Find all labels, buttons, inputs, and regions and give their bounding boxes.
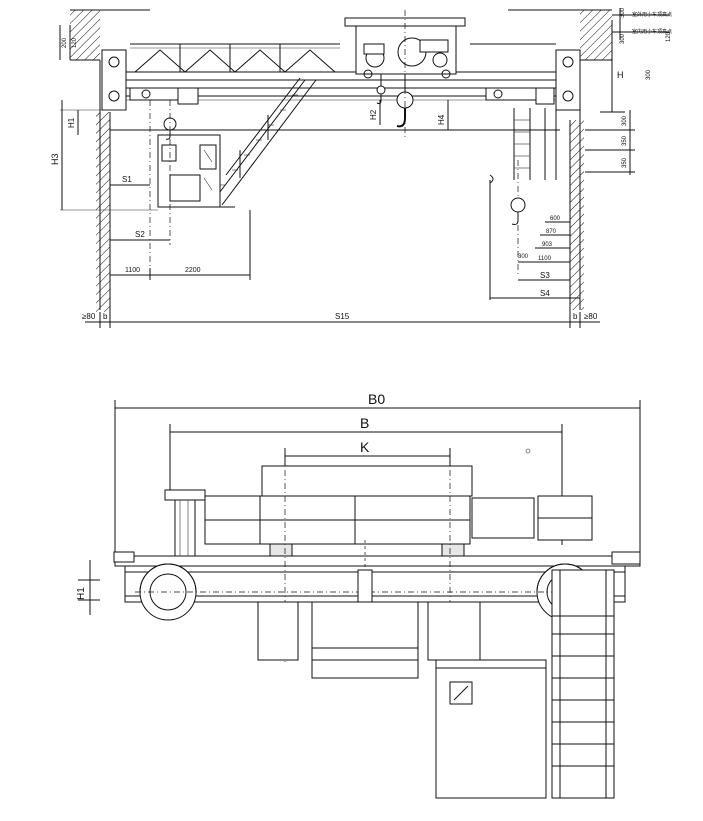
operator-cab [157,134,235,208]
stairway [209,77,317,206]
label-s4: S4 [540,289,550,298]
limit-marker [489,174,494,184]
note-indoor: 室内用小车顶高点 [632,28,672,35]
dim-120: 120 [666,31,672,42]
trolley [344,17,466,79]
side-dimension-lines [78,400,641,615]
dim-1100-right: 1100 [538,256,552,262]
label-min-right: ≥80 [584,312,598,321]
dim-120-left: 120 [72,37,78,48]
label-b: B [360,415,369,431]
left-gearbox [177,87,199,105]
label-b-left: b [103,312,108,321]
side-elevation-view: B0 B K H1 [76,391,641,799]
girder-under-structure [257,601,481,679]
walkway-railing [130,43,556,73]
trolley-machinery [164,465,593,561]
dim-1100-left: 1100 [125,267,140,274]
front-elevation-view: H H1 H3 H2 H4 S1 S2 S3 S4 S15 b b ≥80 ≥8… [50,7,672,328]
dim-300-low: 300 [518,254,529,260]
hook-right-limit [510,160,526,275]
side-staircase [551,569,615,799]
dim-903: 903 [542,242,553,248]
left-drive-motor [129,87,181,101]
dim-350-b: 350 [622,157,628,168]
label-h5: H2 [369,109,378,120]
main-girder [125,71,557,101]
dim-200: 200 [62,37,68,48]
dim-350-a: 350 [622,135,628,146]
left-building-wall [70,9,150,312]
label-h3: H3 [50,153,60,165]
label-h4: H4 [437,114,446,125]
dim-600: 600 [550,216,561,222]
side-operator-cab [435,659,547,799]
maintenance-ladder [513,108,557,180]
label-min-left: ≥80 [82,312,96,321]
dim-300-mid: 300 [622,115,628,126]
reference-dot [525,448,531,454]
dim-300-r1: 300 [646,69,652,80]
dim-870: 870 [546,229,557,235]
label-b-right: b [573,312,578,321]
right-gearbox [535,87,555,105]
label-h1: H1 [67,117,76,128]
label-s3: S3 [540,271,550,280]
label-span: S15 [335,312,350,321]
dim-2200: 2200 [185,267,201,274]
note-outdoor: 室外用小车顶高点 [632,11,672,18]
label-h: H [617,70,624,80]
dimension-lines [59,8,670,328]
dim-300-top: 300 [620,7,626,18]
label-s1: S1 [122,175,132,184]
auxiliary-hook [376,74,386,105]
label-h1-side: H1 [76,587,87,600]
dim-300-r2: 300 [620,33,626,44]
label-b0: B0 [368,391,385,407]
label-k: K [360,439,370,455]
label-s2: S2 [135,230,145,239]
